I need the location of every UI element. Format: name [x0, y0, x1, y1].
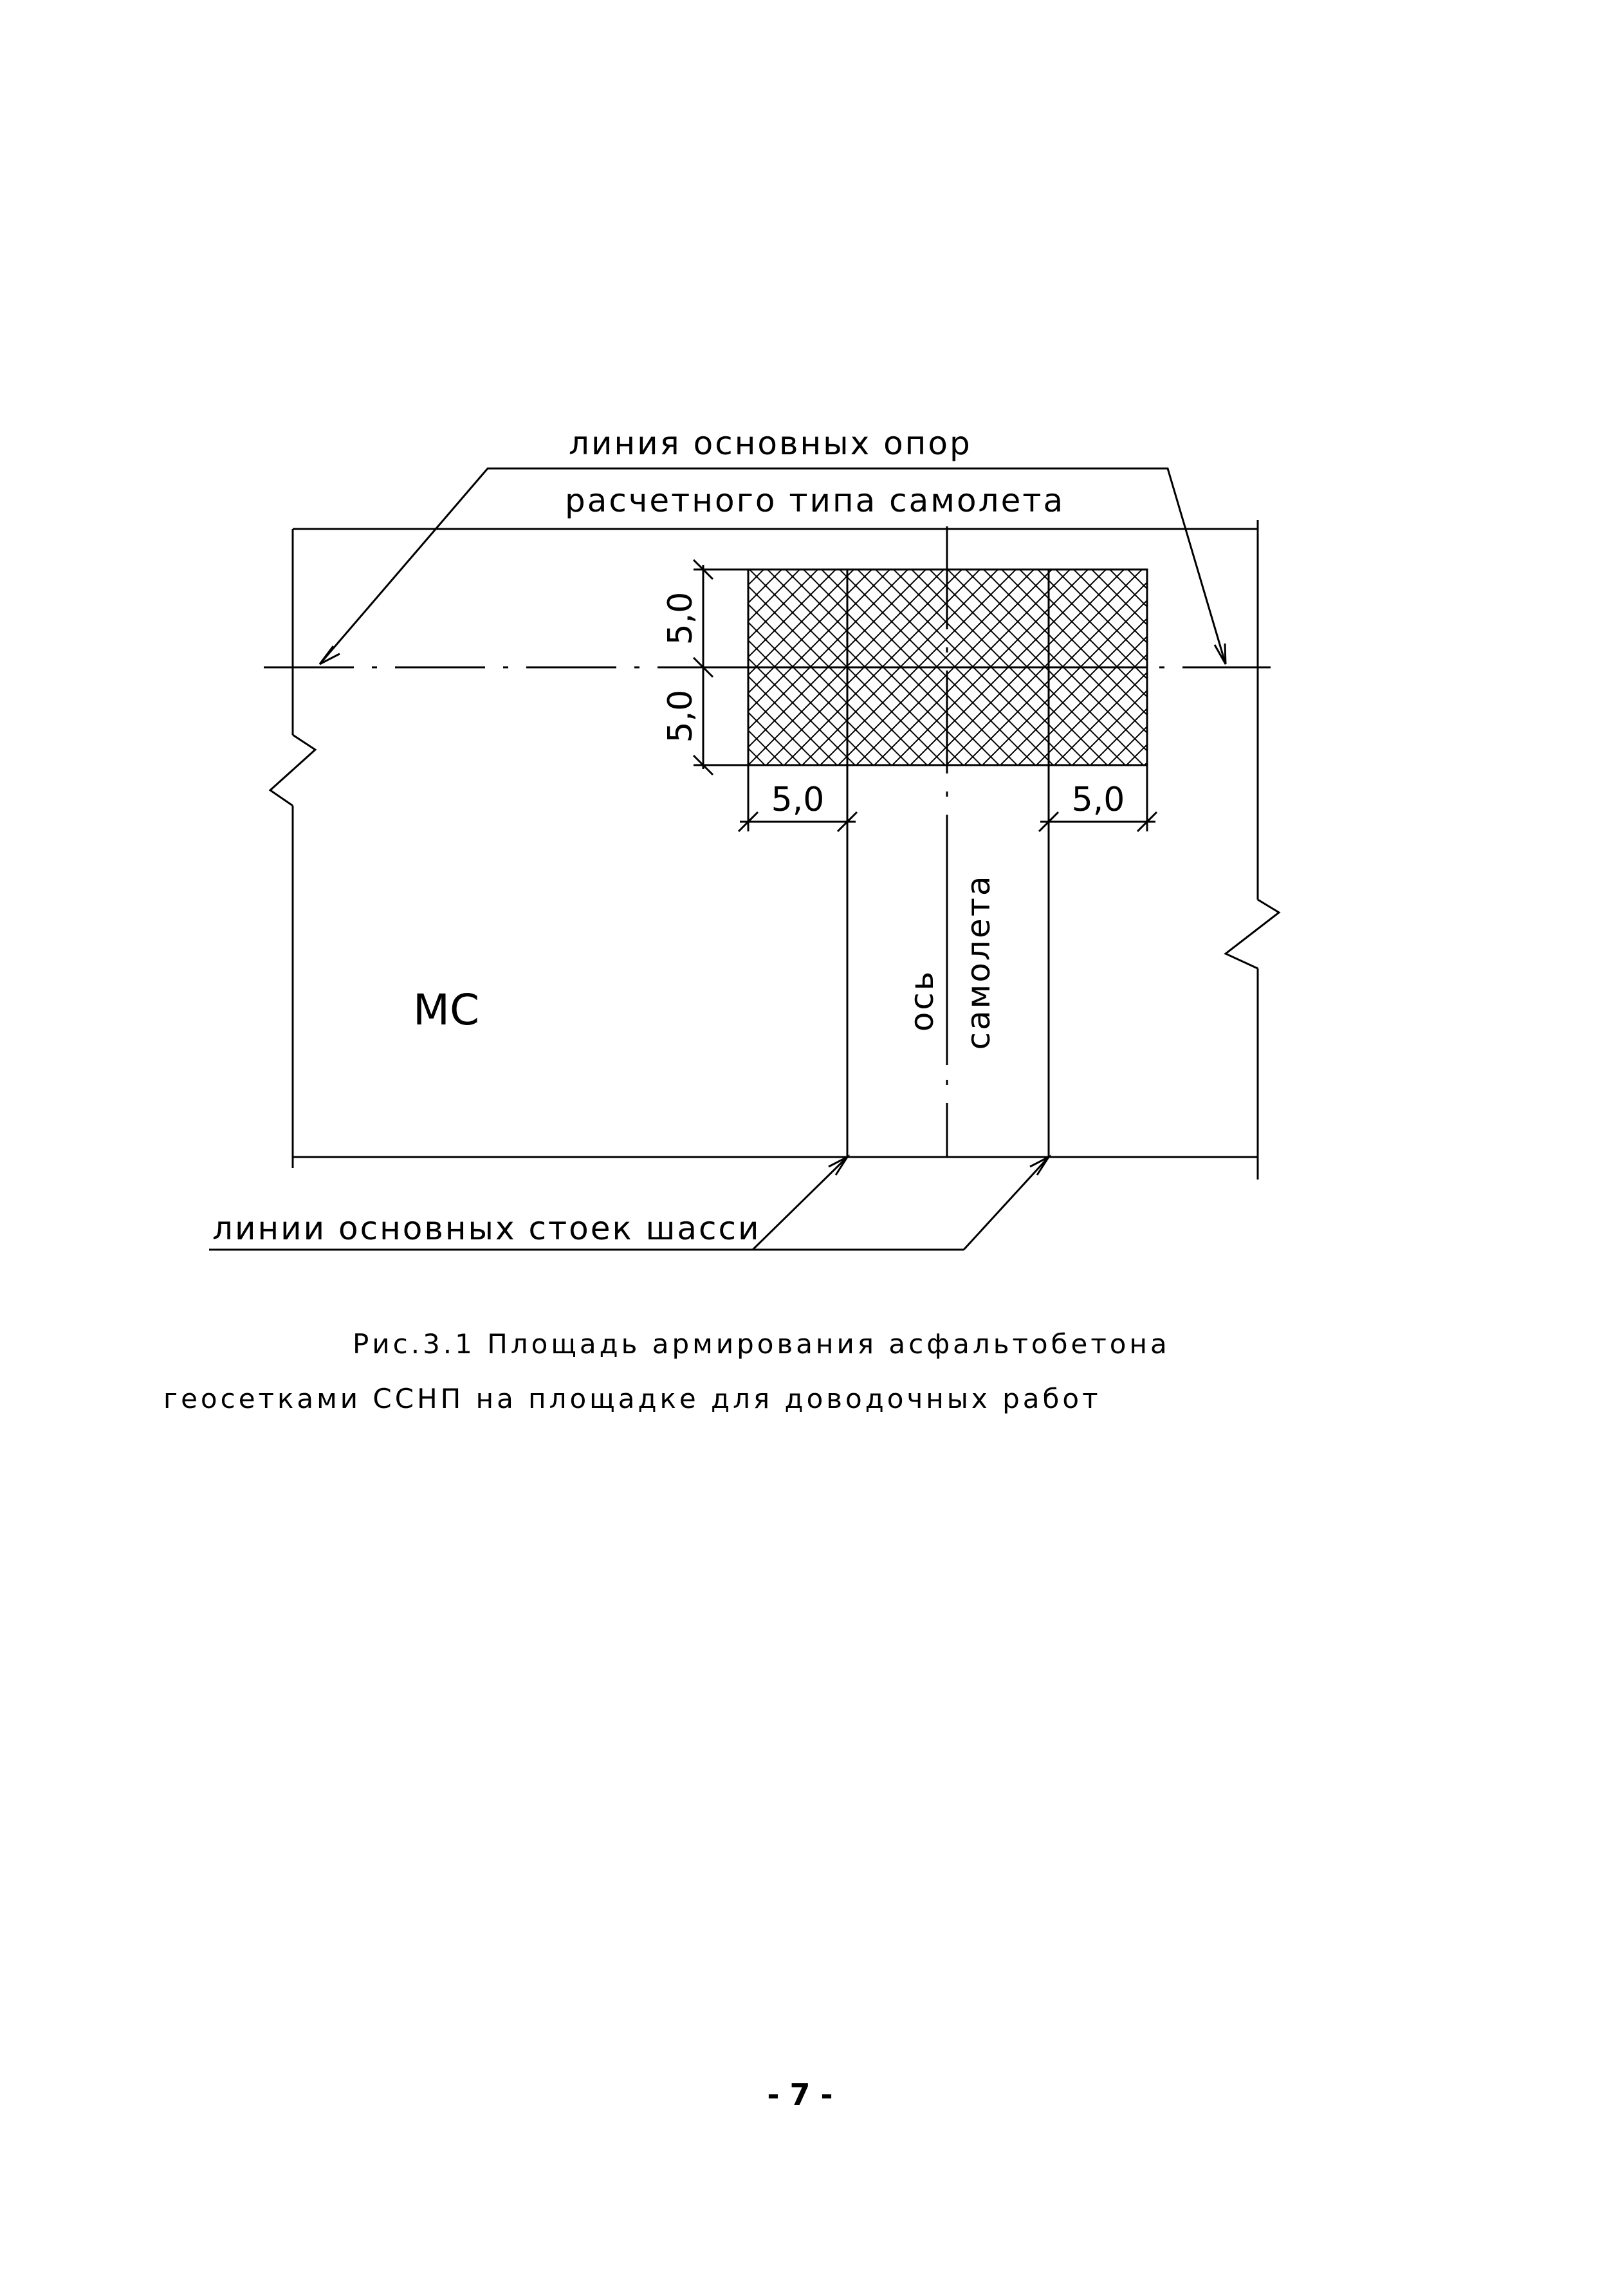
- horizontal-dimensions: [737, 765, 1158, 833]
- gear-lines: [846, 765, 1050, 1157]
- figure-caption-line-2: геосетками ССНП на площадке для доводочн…: [163, 1383, 1101, 1414]
- axis-word: ось: [903, 970, 941, 1032]
- page-number: - 7 -: [767, 2077, 833, 2112]
- dim-top-height: 5,0: [661, 592, 700, 645]
- aircraft-axis-label: ось самолета: [903, 872, 997, 1065]
- axis-name: самолета: [960, 875, 997, 1050]
- support-line-callout: [318, 467, 1227, 665]
- dimension-texts: 5,0 5,0 5,0 5,0: [661, 592, 1125, 819]
- dim-bottom-height: 5,0: [661, 690, 700, 743]
- gear-lines-callout: [209, 1154, 1052, 1251]
- gear-lines-label: линии основных стоек шасси: [212, 1210, 760, 1247]
- zone-label: МС: [413, 985, 479, 1035]
- slab-outline: [268, 520, 1281, 1180]
- dim-left-width: 5,0: [771, 781, 825, 819]
- support-line-label-2: расчетного типа самолета: [565, 482, 1065, 519]
- vertical-dimensions: [692, 559, 748, 776]
- figure-caption-line-1: Рис.3.1 Площадь армирования асфальтобето…: [353, 1328, 1170, 1360]
- dim-right-width: 5,0: [1072, 781, 1125, 819]
- support-line-label-1: линия основных опор: [569, 425, 972, 462]
